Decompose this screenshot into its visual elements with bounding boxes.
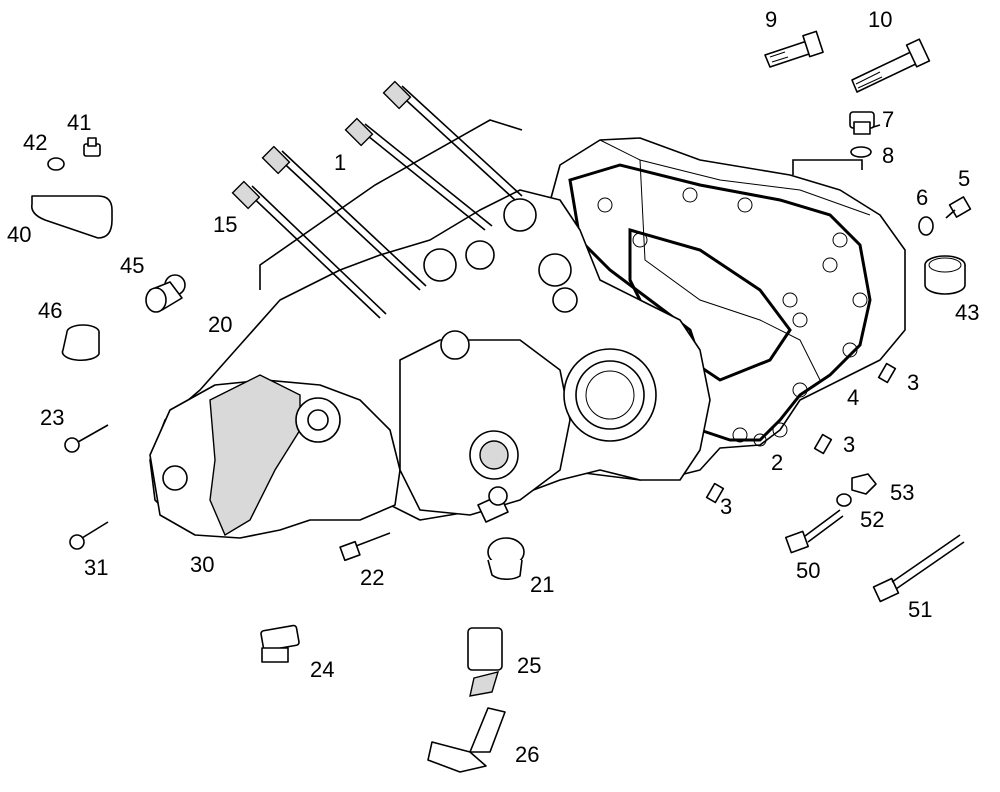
callout-26: 26 [515, 742, 539, 767]
center-case [399, 339, 571, 516]
screw-23 [64, 424, 109, 453]
callout-3-lower: 3 [720, 494, 732, 519]
collar-45 [145, 274, 186, 313]
bolt-9 [764, 30, 824, 68]
bracket-26 [427, 707, 506, 773]
callout-31: 31 [84, 555, 108, 580]
nut-7 [849, 111, 875, 135]
bolt-50 [785, 509, 844, 554]
callout-1: 1 [334, 150, 346, 175]
kick-duct [209, 374, 301, 537]
gasket-bolt-holes [597, 187, 868, 447]
callout-25: 25 [517, 653, 541, 678]
washer-42 [47, 157, 65, 171]
nut-53 [851, 473, 877, 495]
callout-52: 52 [860, 507, 884, 532]
callout-23: 23 [40, 405, 64, 430]
callout-20: 20 [208, 312, 232, 337]
washer-8 [850, 146, 872, 158]
plate-40 [30, 195, 113, 239]
washer-52 [836, 493, 852, 507]
callout-22: 22 [360, 565, 384, 590]
callout-10: 10 [868, 7, 892, 32]
top-bosses [423, 198, 578, 360]
callout-3-middle: 3 [843, 432, 855, 457]
crankcase-assembly [149, 137, 906, 539]
callout-8: 8 [882, 143, 894, 168]
bolt-10 [851, 38, 931, 93]
washer-6 [918, 216, 934, 236]
callout-46: 46 [38, 298, 62, 323]
clip-24 [260, 624, 300, 663]
callout-24: 24 [310, 657, 334, 682]
callout-21: 21 [530, 572, 554, 597]
callout-41: 41 [67, 110, 91, 135]
callout-7: 7 [882, 107, 894, 132]
studs-15 [231, 80, 523, 319]
callout-42: 42 [23, 130, 47, 155]
callout-6: 6 [916, 185, 928, 210]
callout-9: 9 [765, 7, 777, 32]
callout-45: 45 [120, 253, 144, 278]
bushing-43 [924, 255, 966, 295]
grommet-21 [487, 537, 525, 581]
gasket-outline [568, 163, 872, 442]
duct-hole [162, 465, 188, 491]
screw-31 [69, 521, 109, 550]
callout-5: 5 [958, 166, 970, 191]
callout-43: 43 [955, 300, 979, 325]
bushing-46 [61, 324, 100, 362]
callout-4: 4 [847, 385, 859, 410]
callout-51: 51 [908, 597, 932, 622]
callout-3-upper: 3 [907, 370, 919, 395]
callout-40: 40 [7, 222, 31, 247]
callout-2: 2 [771, 450, 783, 475]
callout-labels: 9 10 7 8 6 5 43 41 42 40 1 15 45 46 20 2… [7, 7, 979, 767]
bolt-51 [872, 534, 965, 603]
bolt-5 [945, 196, 972, 219]
screw-22 [339, 532, 391, 562]
callout-15: 15 [213, 212, 237, 237]
bolt-41 [83, 137, 101, 157]
callout-50: 50 [796, 558, 820, 583]
dowel-pins [705, 362, 897, 504]
callout-30: 30 [190, 552, 214, 577]
bracket-25 [467, 627, 503, 697]
callout-53: 53 [890, 480, 914, 505]
